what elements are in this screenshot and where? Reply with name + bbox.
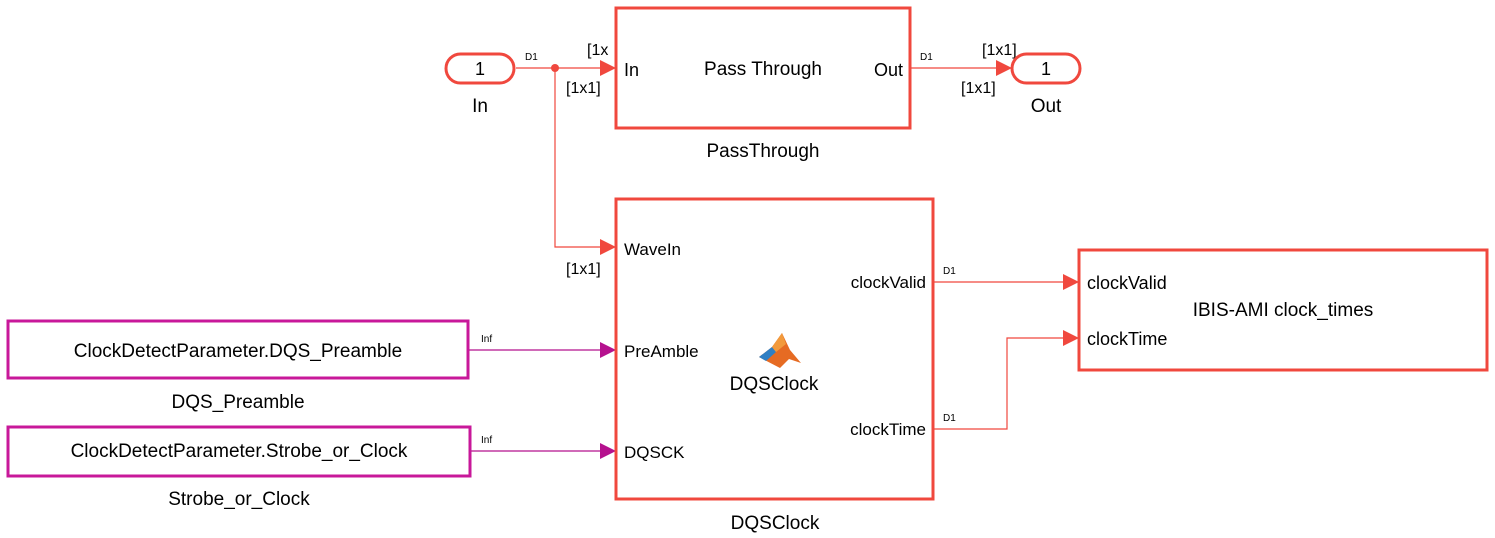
pass-through-in-port: In <box>624 60 639 80</box>
constant-dqs-preamble-name: DQS_Preamble <box>171 392 304 413</box>
ibis-title: IBIS-AMI clock_times <box>1193 300 1374 321</box>
constant-strobe-or-clock-name: Strobe_or_Clock <box>168 489 310 510</box>
dqsclock-port-clockvalid: clockValid <box>851 273 926 292</box>
rate-label-clockvalid: D1 <box>943 266 956 277</box>
dim-label-passthrough-in-bottom: [1x1] <box>566 80 601 97</box>
signal-clocktime[interactable] <box>934 337 1066 430</box>
pass-through-name: PassThrough <box>706 141 819 162</box>
arrow-wavein <box>600 239 616 255</box>
pass-through-block[interactable]: Pass Through In Out <box>614 6 912 130</box>
dim-label-out-bottom: [1x1] <box>961 80 996 97</box>
outport-name: Out <box>1031 96 1062 117</box>
ibis-port-clocktime: clockTime <box>1087 329 1167 349</box>
rate-label-out: D1 <box>920 52 933 63</box>
dqsclock-port-wavein: WaveIn <box>624 240 681 259</box>
ibis-ami-clock-times-block[interactable]: clockValid IBIS-AMI clock_times clockTim… <box>1077 248 1489 372</box>
rate-label-preamble: Inf <box>481 334 492 345</box>
arrow-out <box>996 60 1012 76</box>
branch-point <box>551 64 559 72</box>
arrow-ibis-clocktime <box>1063 330 1079 346</box>
arrow-passthrough-in <box>600 60 616 76</box>
dim-label-passthrough-in-top: [1x <box>587 42 608 59</box>
matlab-logo-icon <box>759 333 801 368</box>
dqsclock-center-label: DQSClock <box>730 374 819 395</box>
arrow-preamble <box>600 342 616 358</box>
constant-dqs-preamble[interactable]: ClockDetectParameter.DQS_Preamble <box>6 319 470 380</box>
inport-number: 1 <box>475 59 485 79</box>
constant-dqs-preamble-value: ClockDetectParameter.DQS_Preamble <box>74 341 402 362</box>
dim-label-out-top: [1x1] <box>982 42 1017 59</box>
pass-through-out-port: Out <box>874 60 903 80</box>
outport-block[interactable]: 1 <box>1010 52 1082 85</box>
inport-name: In <box>472 96 488 117</box>
dqsclock-port-dqsck: DQSCK <box>624 443 685 462</box>
arrow-ibis-clockvalid <box>1063 274 1079 290</box>
dqsclock-port-clocktime: clockTime <box>850 420 926 439</box>
rate-label-in: D1 <box>525 52 538 63</box>
dim-label-wavein: [1x1] <box>566 261 601 278</box>
inport-block[interactable]: 1 <box>444 52 516 85</box>
pass-through-title: Pass Through <box>704 59 822 80</box>
constant-strobe-or-clock-value: ClockDetectParameter.Strobe_or_Clock <box>71 441 408 462</box>
outport-number: 1 <box>1041 59 1051 79</box>
rate-label-dqsck: Inf <box>481 435 492 446</box>
ibis-port-clockvalid: clockValid <box>1087 273 1167 293</box>
constant-strobe-or-clock[interactable]: ClockDetectParameter.Strobe_or_Clock <box>6 425 472 478</box>
rate-label-clocktime: D1 <box>943 413 956 424</box>
dqsclock-port-preamble: PreAmble <box>624 342 699 361</box>
arrow-dqsck <box>600 443 616 459</box>
dqsclock-block[interactable]: WaveIn PreAmble DQSCK clockValid clockTi… <box>614 197 935 501</box>
dqsclock-name: DQSClock <box>731 513 820 534</box>
signal-branch-to-wavein[interactable] <box>554 68 604 248</box>
